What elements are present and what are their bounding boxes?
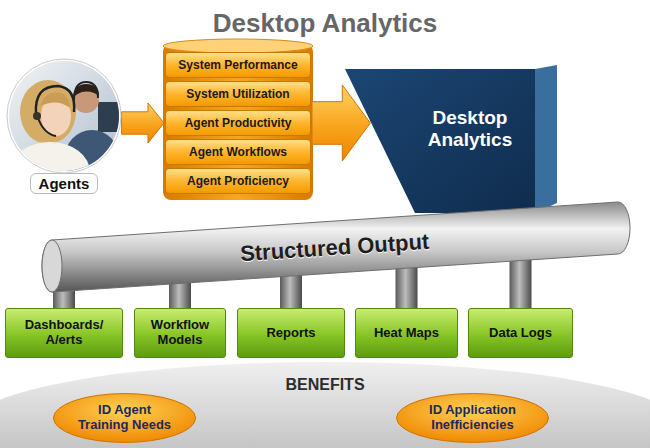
stack-body bbox=[163, 44, 313, 200]
photo-scene bbox=[6, 56, 128, 202]
output-label: Data Logs bbox=[489, 326, 552, 341]
stack-top bbox=[163, 39, 313, 53]
output-tube: Structured Output bbox=[38, 200, 632, 296]
arrow-body bbox=[122, 103, 164, 143]
benefit-oval: ID Application Inefficiencies bbox=[395, 392, 550, 444]
metric-layer: Agent Productivity bbox=[165, 110, 311, 136]
output-label: Reports bbox=[266, 326, 315, 341]
man-headset bbox=[74, 82, 98, 100]
tube-end bbox=[42, 240, 62, 292]
metric-label: System Performance bbox=[178, 58, 297, 72]
woman-headset bbox=[36, 86, 74, 114]
metric-label: Agent Proficiency bbox=[187, 174, 289, 188]
metric-label: Agent Workflows bbox=[189, 145, 287, 159]
metric-label: System Utilization bbox=[186, 87, 289, 101]
monitor bbox=[98, 102, 128, 132]
metric-label: Agent Productivity bbox=[185, 116, 292, 130]
tube-body bbox=[42, 202, 630, 292]
oval-fill bbox=[53, 394, 195, 443]
node-label: Agents bbox=[30, 173, 99, 194]
ground-ellipse bbox=[0, 362, 650, 448]
output-label: Heat Maps bbox=[374, 326, 439, 341]
output-box: Workflow Models bbox=[134, 308, 226, 358]
metric-layer: System Performance bbox=[165, 52, 311, 78]
agents-circle: Agents bbox=[6, 56, 122, 196]
output-box: Dashboards/ A/erts bbox=[5, 308, 123, 358]
headset-ear bbox=[33, 112, 41, 120]
headset-mic bbox=[38, 118, 56, 136]
output-label: Dashboards/ A/erts bbox=[12, 318, 116, 348]
benefit-oval: ID Agent Training Needs bbox=[52, 392, 197, 444]
metric-layer: Agent Proficiency bbox=[165, 168, 311, 194]
benefits-band: BENEFITS ID Agent Training Needs ID Applic… bbox=[0, 362, 650, 448]
oval-fill bbox=[397, 394, 549, 443]
benefit-label: ID Application Inefficiencies bbox=[421, 403, 525, 433]
output-box: Data Logs bbox=[468, 308, 573, 358]
metric-layer: Agent Workflows bbox=[165, 139, 311, 165]
band-heading: BENEFITS bbox=[285, 376, 364, 394]
analytics-funnel: Desktop Analytics bbox=[345, 65, 559, 215]
output-box: Heat Maps bbox=[355, 308, 458, 358]
funnel-face bbox=[345, 69, 535, 213]
output-label: Workflow Models bbox=[141, 318, 219, 348]
woman-fringe bbox=[40, 93, 70, 109]
funnel-label: Desktop Analytics bbox=[405, 107, 535, 152]
metric-layer: System Utilization bbox=[165, 81, 311, 107]
diagram-title: Desktop Analytics bbox=[0, 8, 650, 39]
output-box: Reports bbox=[237, 308, 345, 358]
benefit-label: ID Agent Training Needs bbox=[73, 403, 177, 433]
funnel-side bbox=[535, 65, 557, 213]
woman-hair bbox=[20, 80, 76, 144]
flow-arrow bbox=[122, 103, 164, 143]
